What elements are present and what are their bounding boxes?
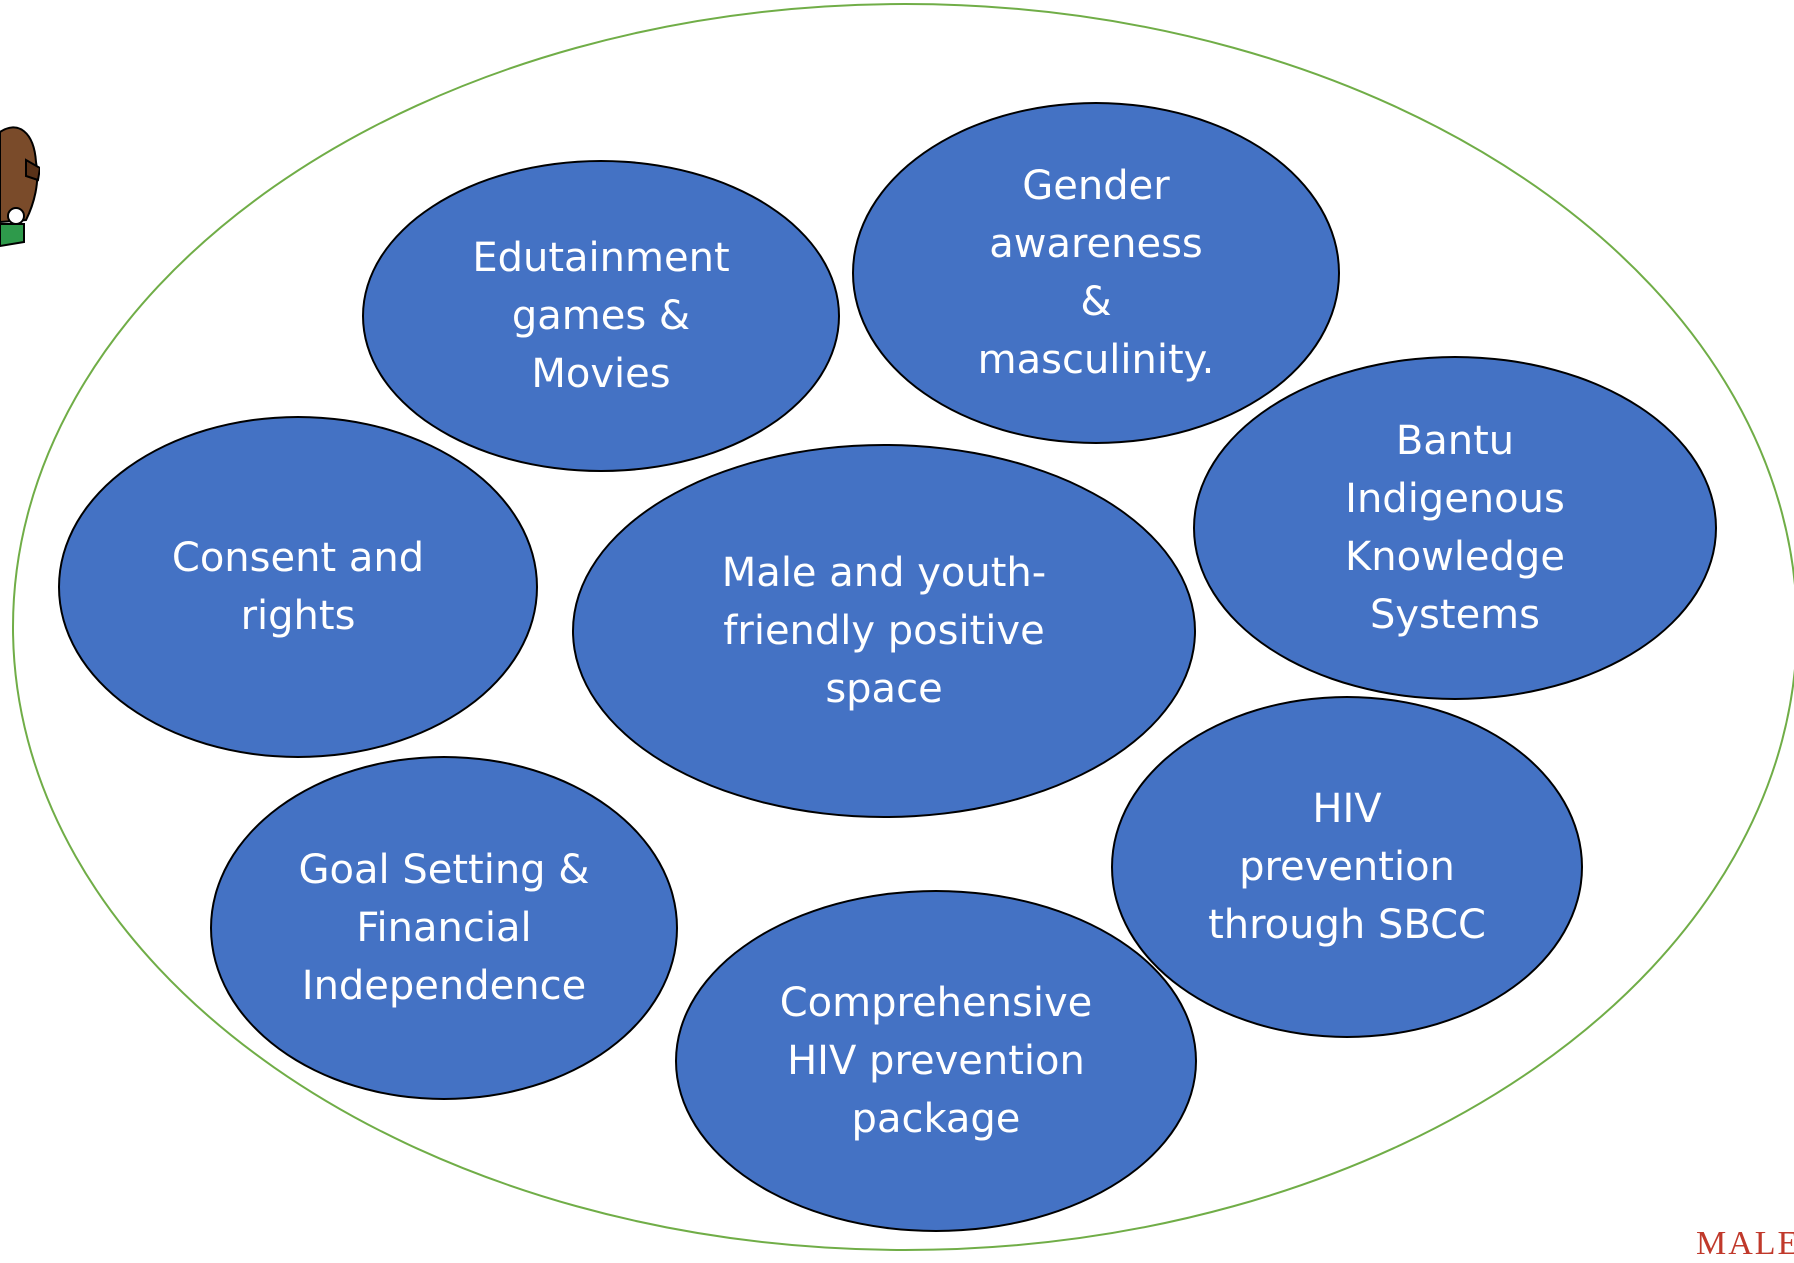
bubble-gender-awareness: Gender awareness & masculinity. <box>852 102 1340 444</box>
bubble-edutainment-label: Edutainment games & Movies <box>472 235 730 397</box>
bubble-center-safe-space: Male and youth- friendly positive space <box>572 444 1196 818</box>
outer-ring <box>12 3 1794 1251</box>
bubble-goal-setting-label: Goal Setting & Financial Independence <box>298 847 590 1009</box>
bubble-consent-rights: Consent and rights <box>58 416 538 758</box>
bubble-center-safe-space-label: Male and youth- friendly positive space <box>721 550 1047 712</box>
bubble-hiv-sbcc: HIV prevention through SBCC <box>1111 696 1583 1038</box>
bubble-comprehensive-hiv-label: Comprehensive HIV prevention package <box>779 980 1093 1142</box>
bubble-edutainment: Edutainment games & Movies <box>362 160 840 472</box>
bubble-goal-setting: Goal Setting & Financial Independence <box>210 756 678 1100</box>
brand-text-partial: MALE <box>1696 1225 1794 1262</box>
bubble-consent-rights-label: Consent and rights <box>171 535 425 639</box>
mascot-figure-icon <box>0 120 42 285</box>
bubble-hiv-sbcc-label: HIV prevention through SBCC <box>1208 786 1486 948</box>
bubble-gender-awareness-label: Gender awareness & masculinity. <box>977 163 1215 383</box>
bubble-bantu-knowledge: Bantu Indigenous Knowledge Systems <box>1193 356 1717 700</box>
bubble-comprehensive-hiv: Comprehensive HIV prevention package <box>675 890 1197 1232</box>
bubble-bantu-knowledge-label: Bantu Indigenous Knowledge Systems <box>1345 418 1565 638</box>
